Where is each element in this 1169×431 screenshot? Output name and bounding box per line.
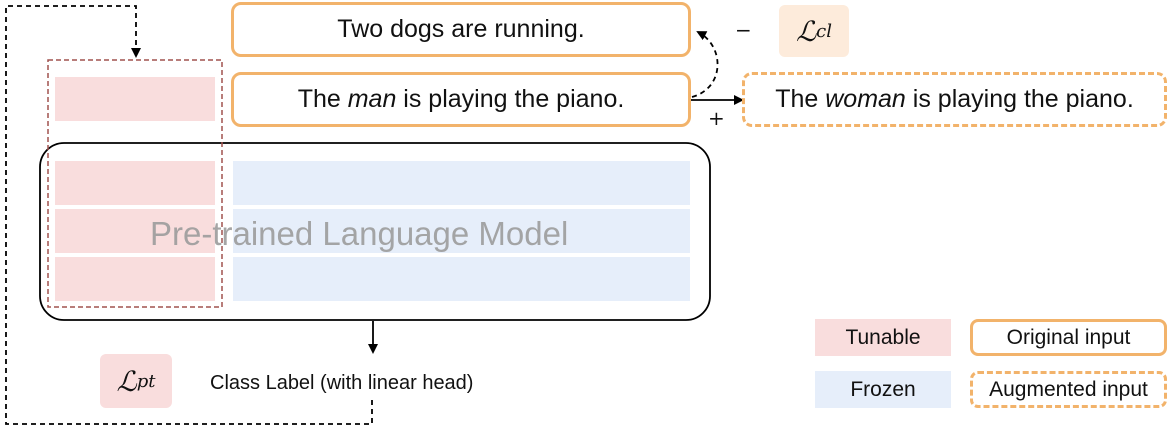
- frozen-layer-1: [233, 161, 690, 205]
- legend-tunable: Tunable: [815, 319, 951, 356]
- negative-sentence-box: Two dogs are running.: [231, 2, 691, 57]
- augmented-sentence: The woman is playing the piano.: [775, 85, 1134, 113]
- frozen-layer-3: [233, 257, 690, 301]
- prompt-layer-2: [55, 209, 215, 253]
- legend-augmented: Augmented input: [970, 371, 1167, 408]
- original-sentence-box: The man is playing the piano.: [231, 72, 691, 127]
- class-label-text: Class Label (with linear head): [210, 372, 474, 394]
- negative-sign: −: [735, 18, 752, 42]
- augmented-sentence-box: The woman is playing the piano.: [742, 72, 1167, 127]
- prompt-layer-1: [55, 161, 215, 205]
- prompt-dashed-outline: [47, 59, 223, 308]
- contrast-dashed-arrow: [691, 31, 719, 98]
- positive-sign: +: [708, 106, 725, 130]
- original-sentence: The man is playing the piano.: [297, 85, 625, 113]
- frozen-layer-2: [233, 209, 690, 253]
- model-frame: [39, 142, 711, 321]
- feedback-dashed-arrow: [5, 5, 373, 425]
- model-label: Pre-trained Language Model: [150, 215, 569, 252]
- prompt-token-top: [55, 77, 215, 121]
- negative-sentence: Two dogs are running.: [337, 15, 585, 43]
- legend-original: Original input: [970, 319, 1167, 356]
- legend-frozen: Frozen: [815, 371, 951, 408]
- prompt-layer-3: [55, 257, 215, 301]
